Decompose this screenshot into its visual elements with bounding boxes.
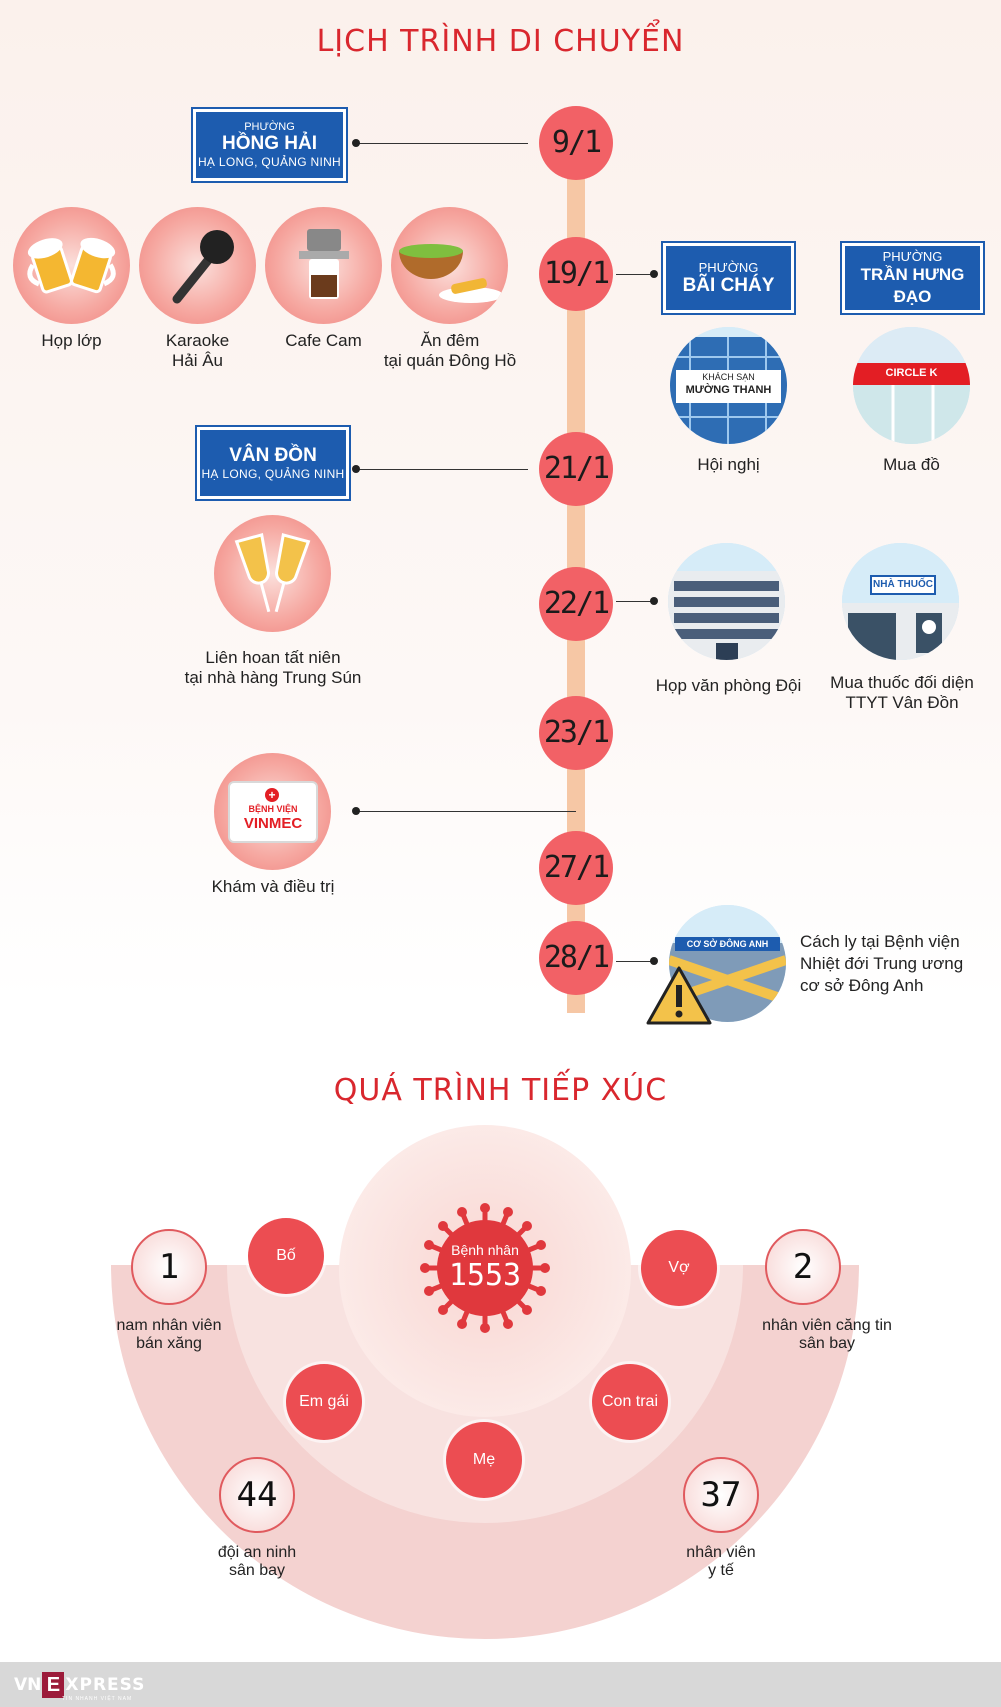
connector-line: [356, 811, 576, 812]
patient-label: Bệnh nhân: [451, 1242, 519, 1258]
sign-name: HỒNG HẢI: [222, 133, 317, 154]
hotel-sign-line2: MƯỜNG THANH: [685, 384, 772, 396]
contact-caption: đội an ninh sân bay: [217, 1544, 297, 1579]
food-icon: [391, 207, 508, 324]
place-caption: Cafe Cam: [285, 331, 362, 350]
hospital-icon: + BỆNH VIỆN VINMEC: [214, 753, 331, 870]
timeline-title: LỊCH TRÌNH DI CHUYỂN: [316, 24, 685, 59]
party-caption: Liên hoan tất niên tại nhà hàng Trung Sú…: [184, 648, 362, 687]
connector-dot: [352, 139, 360, 147]
pharmacy-sign: NHÀ THUỐC: [870, 575, 936, 595]
sign-tran-hung-dao: PHƯỜNG TRẦN HƯNG ĐẠO: [842, 243, 983, 313]
contact-title: QUÁ TRÌNH TIẾP XÚC: [333, 1073, 668, 1108]
red-cross-icon: +: [265, 788, 279, 802]
office-building-icon: [668, 543, 785, 660]
connector-line: [356, 143, 528, 144]
contact-mother: Mẹ: [446, 1422, 522, 1498]
vnexpress-logo: VN E XPRESS: [14, 1672, 145, 1698]
date-21-1: 21/1: [539, 432, 613, 506]
sign-name: VÂN ĐỒN: [229, 445, 317, 466]
connector-dot: [650, 597, 658, 605]
pharmacy-icon: NHÀ THUỐC: [842, 543, 959, 660]
connector-line: [616, 961, 654, 962]
connector-dot: [352, 465, 360, 473]
logo-vn: VN: [14, 1675, 42, 1695]
hotel-icon: KHÁCH SẠN MƯỜNG THANH: [670, 327, 787, 444]
date-27-1: 27/1: [539, 831, 613, 905]
vinmec-line2: VINMEC: [243, 815, 303, 832]
connector-line: [616, 274, 654, 275]
place-caption: Họp lớp: [41, 331, 102, 350]
count-airport-security: 44: [219, 1457, 295, 1533]
count-airport-canteen-staff: 2: [765, 1229, 841, 1305]
champagne-icon: [214, 515, 331, 632]
contact-younger-sister: Em gái: [286, 1364, 362, 1440]
count-gas-station-staff: 1: [131, 1229, 207, 1305]
microphone-icon: [139, 207, 256, 324]
contact-caption: nhân viên căng tin sân bay: [762, 1317, 892, 1352]
place-caption: Khám và điều trị: [211, 877, 335, 896]
warning-icon: [645, 965, 713, 1027]
sign-name: TRẦN HƯNG ĐẠO: [860, 264, 965, 306]
vinmec-line1: BỆNH VIỆN: [248, 804, 298, 814]
vinmec-sign: + BỆNH VIỆN VINMEC: [228, 781, 318, 843]
sign-bai-chay: PHƯỜNG BÃI CHÁY: [663, 243, 794, 313]
connector-dot: [650, 270, 658, 278]
contact-caption: nam nhân viên bán xăng: [116, 1317, 222, 1352]
place-caption: Ăn đêm tại quán Đông Hồ: [383, 331, 517, 370]
count-medical-staff: 37: [683, 1457, 759, 1533]
beer-icon: [13, 207, 130, 324]
sign-sub: HẠ LONG, QUẢNG NINH: [201, 467, 345, 481]
place-caption: Họp văn phòng Đội: [655, 676, 802, 695]
date-22-1: 22/1: [539, 567, 613, 641]
connector-line: [616, 601, 654, 602]
connector-line: [356, 469, 528, 470]
date-9-1: 9/1: [539, 106, 613, 180]
contact-son: Con trai: [592, 1364, 668, 1440]
isolation-caption: Cách ly tại Bệnh viện Nhiệt đới Trung ươ…: [800, 932, 964, 995]
sign-prefix: PHƯỜNG: [244, 121, 295, 133]
sign-van-don: VÂN ĐỒN HẠ LONG, QUẢNG NINH: [197, 427, 349, 499]
store-icon: CIRCLE K: [853, 327, 970, 444]
sign-sub: HẠ LONG, QUẢNG NINH: [197, 155, 342, 169]
virus-icon: Bệnh nhân 1553: [417, 1200, 553, 1336]
contact-caption: nhân viên y tế: [686, 1544, 756, 1579]
sign-prefix: PHƯỜNG: [698, 259, 759, 275]
place-caption: Mua thuốc đối diện TTYT Vân Đồn: [830, 673, 974, 712]
date-28-1: 28/1: [539, 921, 613, 995]
date-19-1: 19/1: [539, 237, 613, 311]
hotel-sign-line1: KHÁCH SẠN: [702, 372, 755, 382]
logo-tagline: TIN NHANH VIỆT NAM: [62, 1696, 133, 1702]
date-23-1: 23/1: [539, 696, 613, 770]
place-caption: Hội nghị: [697, 455, 760, 474]
connector-dot: [352, 807, 360, 815]
circle-k-sign: CIRCLE K: [885, 367, 938, 379]
logo-e: E: [42, 1672, 65, 1698]
logo-xpress: XPRESS: [65, 1675, 146, 1695]
coffee-icon: [265, 207, 382, 324]
footer-bar: VN E XPRESS TIN NHANH VIỆT NAM: [0, 1662, 1001, 1707]
place-caption: Karaoke Hải Âu: [165, 331, 230, 370]
contact-father: Bố: [248, 1218, 324, 1294]
contact-wife: Vợ: [641, 1230, 717, 1306]
connector-dot: [650, 957, 658, 965]
place-caption: Mua đồ: [883, 455, 940, 474]
sign-hong-hai: PHƯỜNG HỒNG HẢI HẠ LONG, QUẢNG NINH: [193, 109, 346, 181]
sign-name: BÃI CHÁY: [682, 274, 775, 296]
isolation-sign: CƠ SỞ ĐÔNG ANH: [686, 939, 769, 949]
sign-prefix: PHƯỜNG: [882, 248, 943, 264]
patient-number: 1553: [448, 1258, 522, 1293]
